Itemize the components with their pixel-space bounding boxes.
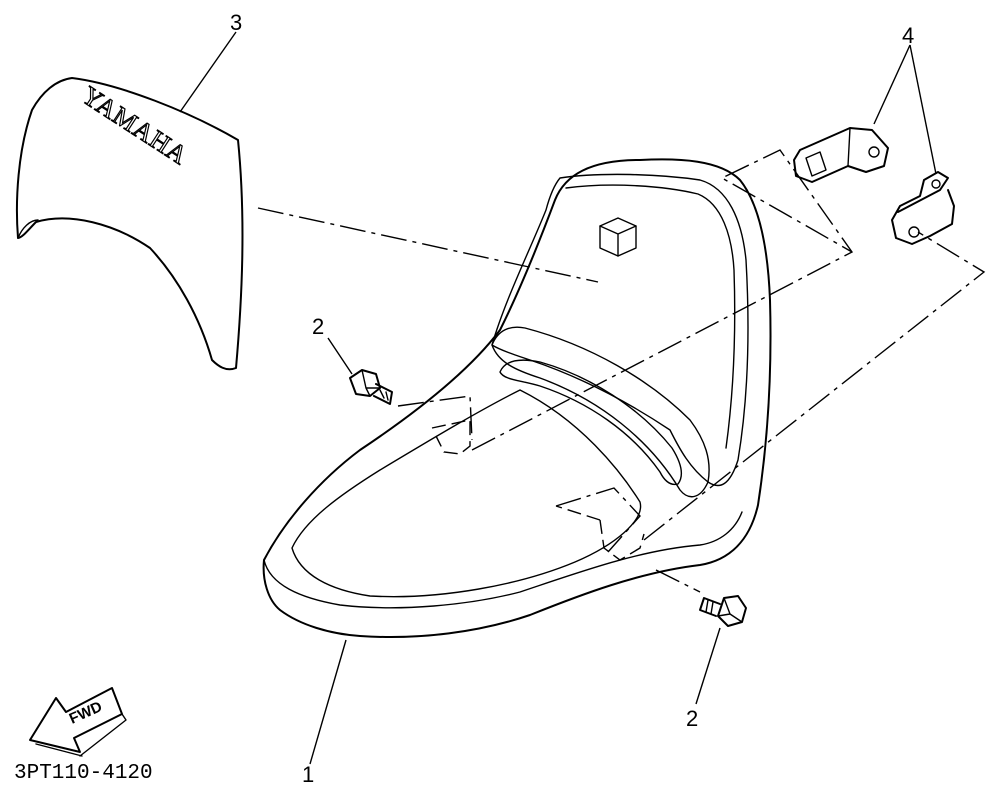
seat-cover-part: YAMAHA [15, 77, 244, 371]
callout-bolt-lower: 2 [686, 706, 698, 731]
leader-lines [179, 31, 937, 765]
forward-direction-label: FWD [67, 698, 105, 727]
callout-seat: 1 [302, 762, 314, 787]
bracket-part-left [793, 127, 889, 183]
bracket-part-right [891, 171, 955, 245]
callout-bolt-upper: 2 [312, 314, 324, 339]
callout-brackets: 4 [902, 23, 914, 48]
bolt-part-lower [699, 595, 747, 627]
assembly-lines [257, 149, 986, 593]
callout-seat-cover: 3 [230, 10, 242, 35]
diagram-part-code: 3PT110-4120 [14, 762, 153, 785]
seat-base-part [262, 158, 772, 638]
forward-direction-arrow-icon: FWD [29, 687, 127, 757]
bolt-part-upper [349, 369, 393, 405]
